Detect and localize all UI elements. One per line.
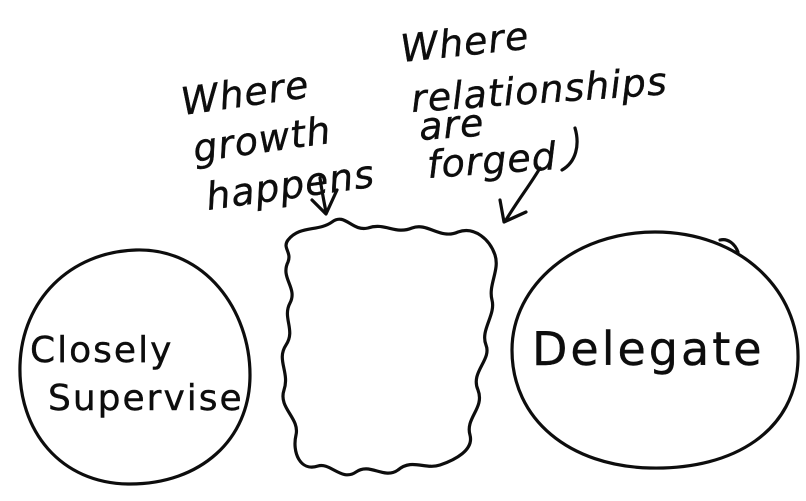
right-circle-outline [510, 230, 800, 470]
left-circle-outline [18, 248, 252, 486]
left-circle-label-line2: Supervise [48, 378, 244, 419]
forged-underline-stroke [560, 126, 579, 172]
closely-supervise-node: Closely Supervise [18, 248, 252, 486]
relationships-annotation-line4: forged [426, 134, 559, 187]
relationships-arrow-icon [498, 166, 542, 224]
delegate-node: Delegate [510, 230, 800, 470]
right-circle-label: Delegate [532, 322, 765, 376]
relationships-annotation-line3: are [418, 101, 486, 149]
squiggly-blob-outline [280, 217, 498, 477]
relationships-annotation-line1: Where [398, 14, 531, 71]
growth-annotation: Where growth happens [178, 62, 378, 219]
relationships-annotation: Where relationships are forged [398, 14, 669, 224]
growth-zone-node [280, 217, 498, 477]
right-circle-overlap-tick [718, 238, 740, 254]
left-circle-label-line1: Closely [30, 330, 173, 371]
growth-arrow-icon [310, 176, 339, 216]
